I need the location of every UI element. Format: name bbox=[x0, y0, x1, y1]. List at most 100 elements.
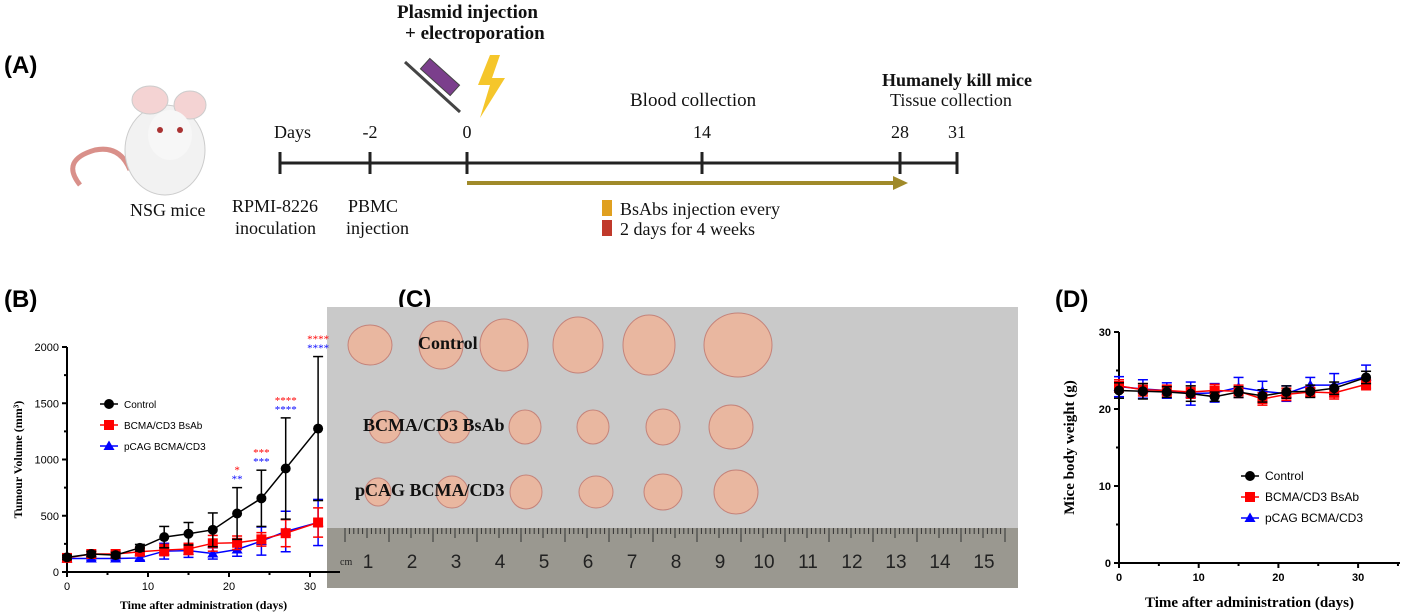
y-tick-label: 0 bbox=[53, 567, 59, 579]
x-tick-label: 10 bbox=[142, 581, 154, 593]
x-tick-label: 0 bbox=[1116, 572, 1122, 584]
x-tick-label: 0 bbox=[64, 581, 70, 593]
x-tick-label: 10 bbox=[1193, 572, 1205, 584]
photo-row-label: pCAG BCMA/CD3 bbox=[355, 480, 505, 500]
ruler-number: 15 bbox=[973, 552, 994, 573]
ruler-unit: cm bbox=[340, 557, 352, 568]
y-tick-label: 2000 bbox=[35, 342, 59, 354]
legend-label: pCAG BCMA/CD3 bbox=[124, 442, 206, 453]
data-point bbox=[159, 532, 170, 543]
tumor bbox=[364, 477, 392, 507]
data-point bbox=[280, 463, 291, 474]
tumor bbox=[713, 469, 759, 515]
data-point bbox=[256, 534, 267, 545]
ruler-number: 5 bbox=[539, 552, 550, 573]
data-point bbox=[86, 549, 97, 559]
y-tick-label: 1500 bbox=[35, 398, 59, 410]
syringe-icon bbox=[403, 57, 462, 114]
timeline-tick-label: 28 bbox=[891, 122, 909, 142]
data-point bbox=[1329, 383, 1340, 394]
x-tick-label: 30 bbox=[1352, 572, 1364, 584]
series-control bbox=[1114, 370, 1372, 403]
tumor bbox=[509, 474, 543, 510]
tissue-label: Tissue collection bbox=[890, 90, 1012, 110]
significance-red: **** bbox=[275, 395, 297, 407]
tumor bbox=[552, 316, 604, 374]
x-axis-label: Time after administration (days) bbox=[120, 598, 287, 612]
timeline-tick-label: 0 bbox=[462, 122, 472, 142]
y-tick-label: 10 bbox=[1099, 481, 1111, 493]
electroporation-label: + electroporation bbox=[405, 23, 545, 44]
data-point bbox=[232, 537, 243, 548]
tumor bbox=[622, 314, 676, 376]
significance-red: *** bbox=[253, 447, 270, 459]
data-point bbox=[232, 508, 243, 519]
data-point bbox=[1361, 372, 1372, 383]
data-point bbox=[207, 547, 219, 558]
data-point bbox=[1114, 385, 1124, 396]
bsab-icon bbox=[602, 200, 612, 236]
photo-row-label: BCMA/CD3 BsAb bbox=[363, 415, 505, 435]
inoculation-label: inoculation bbox=[235, 218, 316, 238]
tumor bbox=[643, 473, 683, 511]
data-point bbox=[1281, 387, 1292, 398]
kill-label: Humanely kill mice bbox=[882, 70, 1032, 90]
data-point bbox=[159, 545, 170, 556]
significance-red: * bbox=[234, 465, 240, 477]
pbmc-label: PBMC bbox=[348, 196, 399, 216]
ruler-number: 14 bbox=[929, 552, 951, 573]
tumor bbox=[368, 410, 402, 444]
ruler-number: 4 bbox=[495, 552, 506, 573]
timeline-tick-label: 31 bbox=[948, 122, 966, 142]
tumor bbox=[479, 318, 529, 372]
ruler-number: 11 bbox=[798, 552, 818, 573]
data-point bbox=[62, 552, 72, 563]
significance-blue: *** bbox=[253, 456, 270, 468]
tumor bbox=[708, 404, 754, 450]
legend-marker bbox=[1244, 512, 1256, 522]
y-tick-label: 0 bbox=[1105, 558, 1111, 570]
legend-marker bbox=[104, 399, 114, 409]
timeline-tick-label: -2 bbox=[362, 122, 378, 142]
data-point bbox=[1361, 379, 1372, 390]
timeline-tick-label: 14 bbox=[693, 122, 711, 142]
plasmid-label: Plasmid injection bbox=[397, 2, 538, 23]
lightning-icon bbox=[478, 55, 505, 118]
legend-marker bbox=[1245, 492, 1255, 502]
x-tick-label: 20 bbox=[1272, 572, 1284, 584]
ruler-number: 3 bbox=[451, 552, 462, 573]
y-tick-label: 500 bbox=[41, 511, 59, 523]
data-point bbox=[1137, 386, 1148, 397]
tumor bbox=[437, 410, 471, 444]
ruler-number: 6 bbox=[583, 552, 594, 573]
ruler-number: 2 bbox=[407, 552, 418, 573]
legend-marker bbox=[103, 440, 115, 450]
data-point bbox=[313, 423, 324, 434]
tumor bbox=[508, 409, 542, 445]
tumor bbox=[576, 409, 610, 445]
significance-red: **** bbox=[307, 334, 329, 346]
x-axis-label: Time after administration (days) bbox=[1145, 595, 1354, 611]
data-point bbox=[1185, 388, 1196, 399]
tumor bbox=[703, 312, 773, 378]
ruler-number: 8 bbox=[671, 552, 682, 573]
significance-blue: **** bbox=[307, 343, 329, 355]
photo-row-label: Control bbox=[418, 333, 478, 353]
series-control bbox=[62, 355, 324, 563]
ruler-number: 9 bbox=[715, 552, 726, 573]
tumor bbox=[578, 475, 614, 509]
ruler-number: 1 bbox=[363, 552, 374, 573]
y-tick-label: 20 bbox=[1099, 404, 1111, 416]
significance-blue: **** bbox=[275, 404, 297, 416]
x-tick-label: 20 bbox=[223, 581, 235, 593]
data-point bbox=[1209, 391, 1220, 402]
panel-label-b: (B) bbox=[4, 286, 38, 313]
mice-label: NSG mice bbox=[130, 200, 206, 220]
panel-label-d: (D) bbox=[1055, 286, 1089, 313]
legend-label: Control bbox=[1265, 469, 1304, 483]
y-axis-label: Mice body weight (g) bbox=[1062, 380, 1078, 515]
bsabs-schedule-label: 2 days for 4 weeks bbox=[620, 219, 755, 239]
